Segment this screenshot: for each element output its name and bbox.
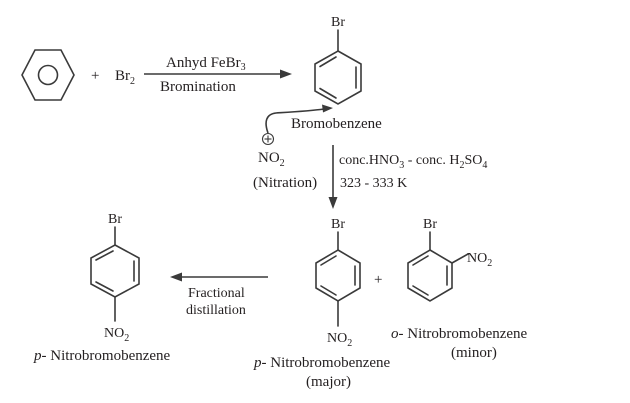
final-product-name: p- Nitrobromobenzene [33, 348, 171, 364]
catalyst-label: Anhyd FeBr3 [166, 55, 246, 73]
final-no2-label: NO2 [104, 326, 129, 344]
bromobenzene-br-label: Br [331, 15, 345, 30]
bromine-reagent: Br2 [115, 68, 135, 87]
nitration-arrow [328, 145, 338, 209]
nitrating-mixture-label: conc.HNO3 - conc. H2SO4 [339, 153, 487, 171]
benzene-ring [21, 49, 75, 101]
distillation-label: distillation [186, 303, 246, 318]
bromobenzene-name: Bromobenzene [291, 116, 382, 132]
major-no2-label: NO2 [327, 331, 352, 349]
bromobenzene-structure [314, 29, 362, 105]
minor-br-label: Br [423, 217, 437, 232]
positive-charge-icon [261, 132, 275, 146]
minor-no2-label: NO2 [467, 251, 492, 269]
bromination-label: Bromination [160, 79, 236, 95]
fractional-label: Fractional [188, 286, 245, 301]
minor-label: (minor) [451, 345, 497, 361]
major-label: (major) [306, 374, 351, 390]
fractional-distillation-arrow [170, 272, 268, 282]
plus-sign-2: + [374, 272, 382, 288]
nitration-label: (Nitration) [253, 175, 317, 191]
nitronium-ion-label: NO2 [258, 150, 285, 169]
major-product-name: p- Nitrobromobenzene [253, 355, 391, 371]
temperature-label: 323 - 333 K [340, 176, 407, 191]
bromination-arrow [144, 69, 292, 79]
p-nitrobromobenzene-final-structure [90, 226, 140, 322]
o-nitrobromobenzene-minor-structure [407, 231, 469, 302]
final-br-label: Br [108, 212, 122, 227]
major-br-label: Br [331, 217, 345, 232]
plus-sign-1: + [91, 68, 99, 84]
p-nitrobromobenzene-major-structure [315, 231, 361, 327]
electrophile-attack-arrow [265, 104, 333, 134]
minor-product-name: o- Nitrobromobenzene [391, 326, 528, 342]
